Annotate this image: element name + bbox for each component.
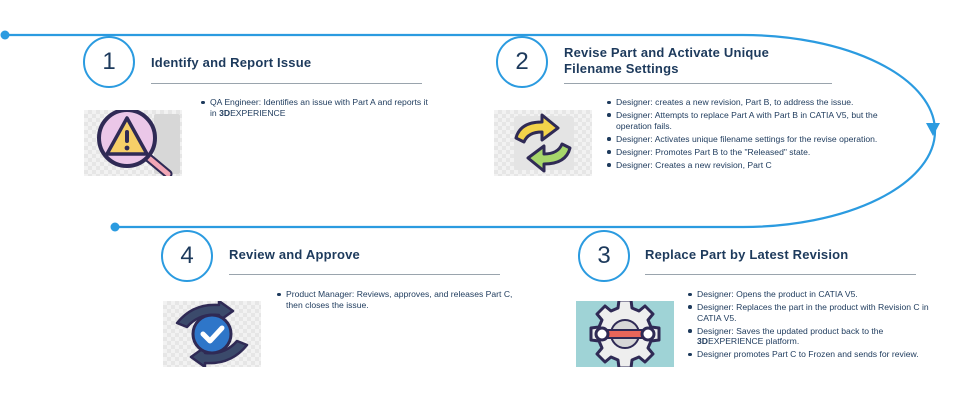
step-2-divider — [564, 83, 832, 84]
step-1-title: Identify and Report Issue — [151, 55, 312, 70]
step-1-number: 1 — [83, 36, 135, 88]
step-3-bullets: Designer: Opens the product in CATIA V5.… — [688, 289, 932, 362]
step-1-image — [84, 110, 182, 176]
gear-link-icon — [576, 301, 674, 367]
step-2-bullet: Designer: Attempts to replace Part A wit… — [607, 110, 899, 131]
refresh-arrows-icon — [514, 113, 574, 173]
step-4-image — [163, 301, 261, 367]
step-2-image — [494, 110, 592, 176]
step-3-bullet: Designer promotes Part C to Frozen and s… — [688, 349, 932, 360]
step-4-divider — [229, 274, 500, 275]
step-3-bullet: Designer: Replaces the part in the produ… — [688, 302, 932, 323]
step-2-bullet: Designer: Creates a new revision, Part C — [607, 160, 899, 171]
step-2-bullet: Designer: Activates unique filename sett… — [607, 134, 899, 145]
step-3-number: 3 — [578, 230, 630, 282]
flow-arrowhead — [926, 123, 940, 136]
step-1-divider — [151, 83, 422, 84]
step-4-title: Review and Approve — [229, 247, 360, 262]
step-2-bullet: Designer: creates a new revision, Part B… — [607, 97, 899, 108]
step-3-bullet: Designer: Saves the updated product back… — [688, 326, 932, 347]
approve-check-icon — [175, 301, 249, 367]
step-1-bullet: QA Engineer: Identifies an issue with Pa… — [201, 97, 429, 118]
step-3-image — [576, 301, 674, 367]
step-4-bullets: Product Manager: Reviews, approves, and … — [277, 289, 517, 313]
step-2-number: 2 — [496, 36, 548, 88]
flow-start-dot — [0, 30, 10, 40]
step-2-bullet: Designer: Promotes Part B to the "Releas… — [607, 147, 899, 158]
step-1-bullets: QA Engineer: Identifies an issue with Pa… — [201, 97, 429, 121]
warning-search-icon — [97, 110, 180, 176]
step-3-bullet: Designer: Opens the product in CATIA V5. — [688, 289, 932, 300]
step-2-title: Revise Part and Activate Unique Filename… — [564, 45, 770, 76]
flow-end-dot — [110, 222, 120, 232]
step-3-divider — [645, 274, 916, 275]
step-2-bullets: Designer: creates a new revision, Part B… — [607, 97, 899, 173]
step-4-bullet: Product Manager: Reviews, approves, and … — [277, 289, 517, 310]
step-4-number: 4 — [161, 230, 213, 282]
step-3-title: Replace Part by Latest Revision — [645, 247, 849, 262]
